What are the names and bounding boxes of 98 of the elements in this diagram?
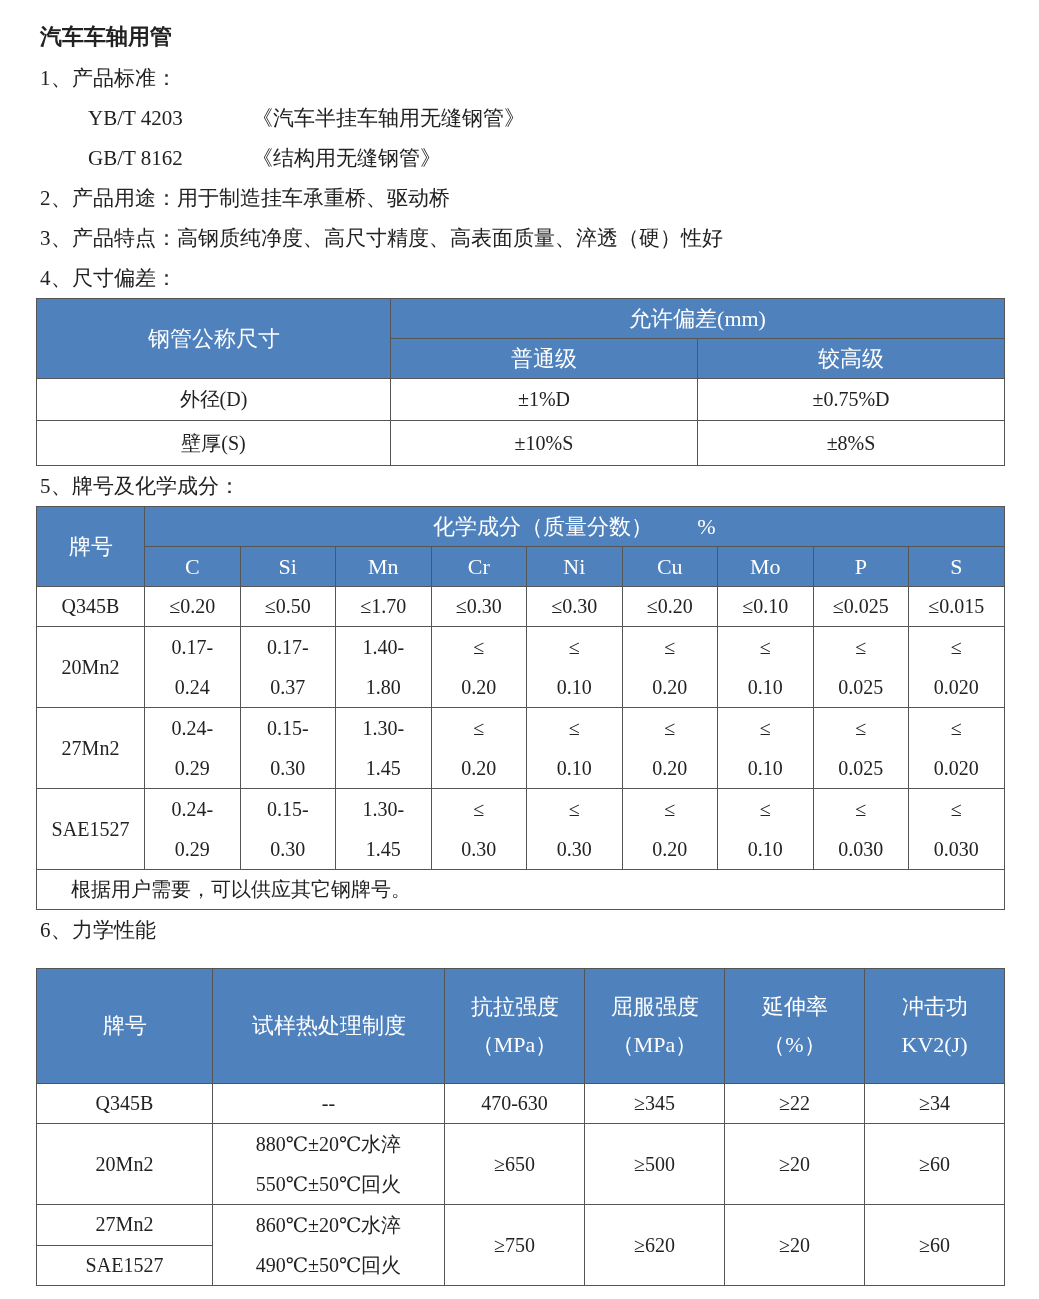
table-cell: ≤0.20 xyxy=(144,586,240,627)
standard-code: YB/T 4203 xyxy=(88,105,184,132)
table-cell: ≤ 0.20 xyxy=(622,788,718,870)
table-cell: ≤ 0.020 xyxy=(908,707,1005,789)
table-cell: ≤ 0.10 xyxy=(526,707,622,789)
standard-name: 《汽车半挂车轴用无缝钢管》 xyxy=(252,105,525,132)
table-cell: ≤ 0.30 xyxy=(431,788,527,870)
table-cell: ≤ 0.025 xyxy=(813,707,909,789)
section-heading: 5、牌号及化学成分： xyxy=(40,473,241,500)
table-cell: ≤0.10 xyxy=(717,586,813,627)
table-cell: 0.24- 0.29 xyxy=(144,788,240,870)
header-cell: 牌号 xyxy=(36,506,145,587)
header-cell: 钢管公称尺寸 xyxy=(36,298,391,379)
table-cell: 27Mn2 xyxy=(36,707,145,789)
table-cell: 20Mn2 xyxy=(36,1123,213,1205)
table-cell: ≤ 0.030 xyxy=(908,788,1005,870)
standard-name: 《结构用无缝钢管》 xyxy=(252,145,441,172)
table-cell: ≤ 0.020 xyxy=(908,626,1005,708)
table-cell: 外径(D) xyxy=(36,378,391,421)
header-cell: 牌号 xyxy=(36,968,213,1084)
table-cell: 0.15- 0.30 xyxy=(240,707,336,789)
section-heading: 6、力学性能 xyxy=(40,917,157,944)
table-cell: Q345B xyxy=(36,586,145,627)
header-cell: Mn xyxy=(335,546,431,587)
table-cell: Q345B xyxy=(36,1083,213,1124)
table-cell: ≥345 xyxy=(584,1083,725,1124)
table-cell: ≥34 xyxy=(864,1083,1005,1124)
table-cell: ≤ 0.20 xyxy=(431,626,527,708)
table-cell: ≤ 0.20 xyxy=(431,707,527,789)
table-cell: SAE1527 xyxy=(36,1245,213,1286)
table-cell: 20Mn2 xyxy=(36,626,145,708)
table-cell: ≤0.015 xyxy=(908,586,1005,627)
header-cell: C xyxy=(144,546,240,587)
table-cell: ≤0.20 xyxy=(622,586,718,627)
table-cell: 470-630 xyxy=(444,1083,585,1124)
table-cell: 27Mn2 xyxy=(36,1204,213,1245)
table-cell: 860℃±20℃水淬 490℃±50℃回火 xyxy=(212,1204,445,1286)
table-cell: 1.30- 1.45 xyxy=(335,788,431,870)
table-cell: ≥60 xyxy=(864,1204,1005,1286)
body-text: 2、产品用途：用于制造挂车承重桥、驱动桥 xyxy=(40,185,451,212)
header-cell: 冲击功 KV2(J) xyxy=(864,968,1005,1084)
standard-code: GB/T 8162 xyxy=(88,145,184,172)
table-cell: -- xyxy=(212,1083,445,1124)
section-heading: 4、尺寸偏差： xyxy=(40,265,178,292)
body-text: 3、产品特点：高钢质纯净度、高尺寸精度、高表面质量、淬透（硬）性好 xyxy=(40,225,724,252)
table-cell: ≤ 0.025 xyxy=(813,626,909,708)
table-cell: ≤0.50 xyxy=(240,586,336,627)
header-cell: Ni xyxy=(526,546,622,587)
table-cell: SAE1527 xyxy=(36,788,145,870)
table-cell: 0.15- 0.30 xyxy=(240,788,336,870)
table-cell: ≤ 0.10 xyxy=(526,626,622,708)
header-cell: 试样热处理制度 xyxy=(212,968,445,1084)
table-cell: ≥20 xyxy=(724,1204,865,1286)
table-cell: 0.24- 0.29 xyxy=(144,707,240,789)
table-cell: ≤0.30 xyxy=(431,586,527,627)
table-cell: ≥500 xyxy=(584,1123,725,1205)
header-cell: Si xyxy=(240,546,336,587)
section-heading: 1、产品标准： xyxy=(40,65,178,92)
table-cell: ≤0.025 xyxy=(813,586,909,627)
header-cell: Cr xyxy=(431,546,527,587)
table-cell: ≤ 0.10 xyxy=(717,626,813,708)
table-cell: ≤0.30 xyxy=(526,586,622,627)
table-cell: ≤ 0.20 xyxy=(622,707,718,789)
table-cell: ≥22 xyxy=(724,1083,865,1124)
table-cell: ≤ 0.10 xyxy=(717,707,813,789)
document-title: 汽车车轴用管 xyxy=(40,23,172,51)
header-cell: Cu xyxy=(622,546,718,587)
header-cell: P xyxy=(813,546,909,587)
header-cell: 延伸率（%） xyxy=(724,968,865,1084)
table-cell: ≥20 xyxy=(724,1123,865,1205)
header-cell: 屈服强度（MPa） xyxy=(584,968,725,1084)
table-cell: ±8%S xyxy=(697,420,1005,466)
table-note: 根据用户需要，可以供应其它钢牌号。 xyxy=(36,869,1005,910)
table-cell: ≤ 0.20 xyxy=(622,626,718,708)
table-cell: ≤ 0.30 xyxy=(526,788,622,870)
table-cell: ±10%S xyxy=(390,420,698,466)
table-cell: ±0.75%D xyxy=(697,378,1005,421)
header-cell: 较高级 xyxy=(697,338,1005,379)
table-cell: ≤ 0.030 xyxy=(813,788,909,870)
table-cell: 880℃±20℃水淬 550℃±50℃回火 xyxy=(212,1123,445,1205)
table-cell: ±1%D xyxy=(390,378,698,421)
header-cell: 抗拉强度（MPa） xyxy=(444,968,585,1084)
table-cell: 壁厚(S) xyxy=(36,420,391,466)
table-cell: 0.17- 0.37 xyxy=(240,626,336,708)
table-cell: ≥650 xyxy=(444,1123,585,1205)
header-cell: Mo xyxy=(717,546,813,587)
header-cell: 化学成分（质量分数） % xyxy=(144,506,1005,547)
table-cell: ≥620 xyxy=(584,1204,725,1286)
table-cell: ≥750 xyxy=(444,1204,585,1286)
table-cell: ≥60 xyxy=(864,1123,1005,1205)
table-cell: ≤1.70 xyxy=(335,586,431,627)
table-cell: 1.40- 1.80 xyxy=(335,626,431,708)
header-cell: 普通级 xyxy=(390,338,698,379)
table-cell: ≤ 0.10 xyxy=(717,788,813,870)
table-cell: 0.17- 0.24 xyxy=(144,626,240,708)
header-cell: 允许偏差(mm) xyxy=(390,298,1005,339)
header-cell: S xyxy=(908,546,1005,587)
table-cell: 1.30- 1.45 xyxy=(335,707,431,789)
